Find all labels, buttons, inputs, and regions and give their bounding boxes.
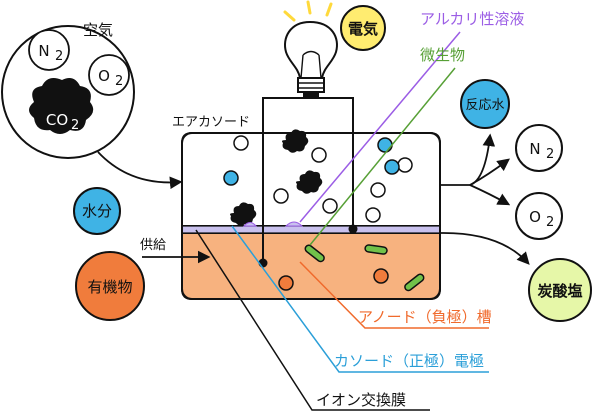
water-particle [384,159,400,175]
reaction-water: 反応水 [460,79,510,129]
water-particle [377,137,393,153]
cathode-electrode-label: カソード（正極）電極 [334,352,484,370]
n2-molecule [28,29,70,71]
alkaline-deposit [284,221,304,227]
microbes-leader-line [309,67,456,246]
organic-particle [278,275,294,291]
cathode-particles [223,135,413,223]
air-bubble: 空気 N 2 O 2 CO 2 [1,21,183,190]
water-particle [223,170,239,186]
to-carbonate-arrow [439,232,530,265]
n2-subscript: 2 [55,49,63,64]
to-reaction-water-arrow [469,133,496,186]
light-bulb-icon [283,0,338,98]
air-arrow [97,151,183,190]
microbe [364,244,388,255]
alkaline-leader-line [299,31,461,223]
co2-clusters [230,129,323,226]
microbes-label: 微生物 [420,46,465,64]
co2-cluster [296,170,323,194]
anode-tank-label: アノード（負極）槽 [358,308,492,326]
o2-output-subscript: 2 [546,215,554,230]
o2-molecule [88,54,130,96]
cathode-leader-line [231,225,489,373]
co2-subscript: 2 [71,118,79,133]
air-cathode-label: エアカソード [172,115,250,130]
microbe [404,273,425,292]
carbonate-label: 炭酸塩 [537,282,582,300]
supply-label: 供給 [140,238,166,253]
ion-exchange-membrane [181,225,441,234]
membrane-leader-line [195,229,430,411]
water-label: 水分 [82,202,112,220]
water-input: 水分 [73,187,121,235]
oxygen-particle [233,135,249,151]
oxygen-particle [311,147,327,163]
oxygen-particle [365,207,381,223]
air-label: 空気 [83,21,113,39]
oxygen-particle [322,198,338,214]
o2-symbol: O [98,67,110,85]
electricity-label: 電気 [348,20,378,38]
output-arrows [439,133,530,265]
n2-output: N 2 [515,124,563,172]
oxygen-particle [273,188,289,204]
cathode-terminal [348,224,358,234]
oxygen-particle [397,157,413,173]
alkaline-deposits [242,221,304,227]
alkaline-deposit [242,222,258,227]
organic-matter-input: 有機物 供給 [75,238,211,321]
n2-output-subscript: 2 [546,147,554,162]
organic-matter-label: 有機物 [87,278,132,296]
ion-membrane-label: イオン交換膜 [316,391,406,409]
o2-output-symbol: O [529,208,541,226]
n2-symbol: N [38,42,49,60]
organic-particle [373,268,389,284]
anode-particles [278,244,425,292]
co2-cloud [29,78,94,134]
co2-symbol: CO [46,111,68,129]
n2-output-symbol: N [529,140,540,158]
to-o2-arrow [469,184,511,206]
electricity-badge: 電気 [340,5,386,51]
alkaline-solution-label: アルカリ性溶液 [420,10,524,28]
microbe [304,244,325,263]
oxygen-particle [370,182,386,198]
tank-outline [181,132,441,300]
reaction-water-label: 反応水 [465,98,504,113]
co2-cluster [282,129,309,153]
anode-leader-line [299,261,489,329]
to-n2-arrow [469,158,511,186]
co2-cluster [230,202,257,226]
carbonate-output: 炭酸塩 [528,258,592,322]
o2-subscript: 2 [115,74,123,89]
o2-output: O 2 [515,192,563,240]
bulb-rays [283,0,333,22]
